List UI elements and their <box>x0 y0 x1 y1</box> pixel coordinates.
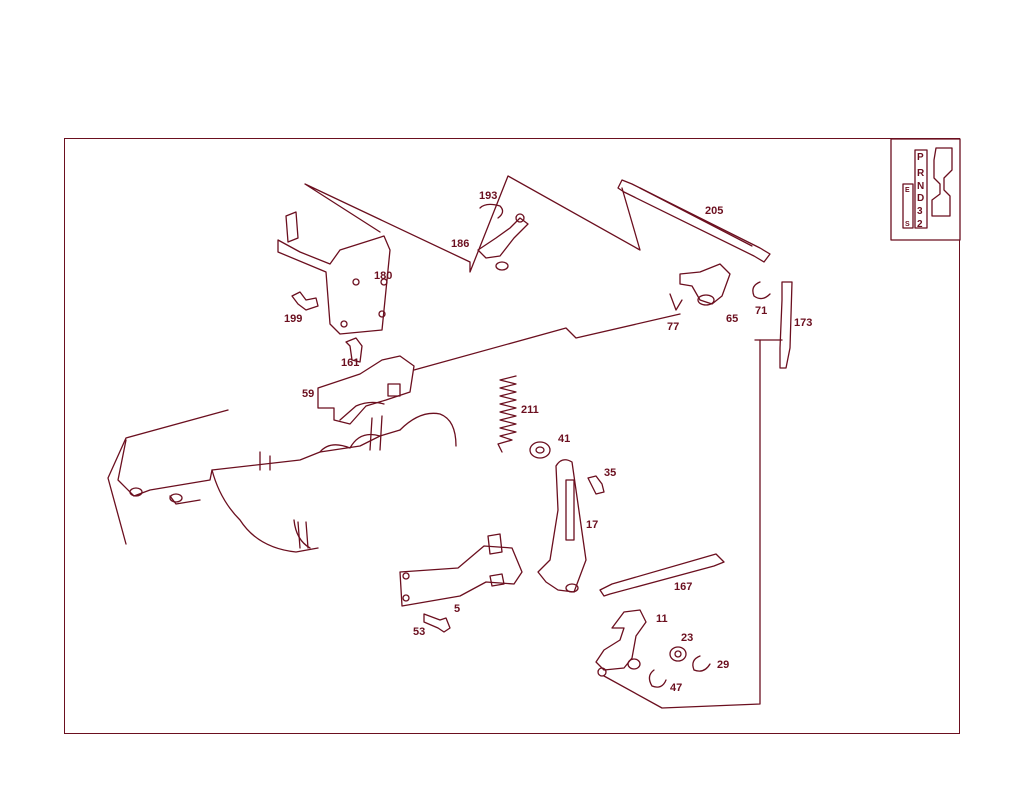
gear-mark-s: S <box>905 221 910 228</box>
part-173-link <box>779 281 793 369</box>
part-47-clip <box>648 669 667 688</box>
part-205-rod <box>617 179 771 263</box>
part-71-clip <box>752 281 771 300</box>
gear-n: N <box>917 181 924 192</box>
part-193-clip <box>479 203 504 219</box>
part-211-spring <box>497 375 517 453</box>
label-17: 17 <box>586 519 598 531</box>
part-5-plate <box>399 533 523 607</box>
part-161-bolt <box>345 337 363 363</box>
label-35: 35 <box>604 467 616 479</box>
part-29-clip <box>692 655 711 672</box>
part-59-bracket <box>317 355 415 425</box>
gear-d: D <box>917 193 924 204</box>
label-180: 180 <box>374 270 392 282</box>
label-193: 193 <box>479 190 497 202</box>
gear-mark-e: E <box>905 187 910 194</box>
label-186: 186 <box>451 238 469 250</box>
part-number-labels: 205 193 186 180 199 77 65 71 173 161 59 … <box>284 190 812 694</box>
label-5: 5 <box>454 603 460 615</box>
label-53: 53 <box>413 626 425 638</box>
gear-3: 3 <box>917 206 923 217</box>
part-35-pin <box>587 475 605 495</box>
label-47: 47 <box>670 682 682 694</box>
label-29: 29 <box>717 659 729 671</box>
label-59: 59 <box>302 388 314 400</box>
part-180-bracket <box>277 211 391 335</box>
part-199-bolt <box>291 291 319 311</box>
transmission-housing <box>107 401 457 553</box>
label-199: 199 <box>284 313 302 325</box>
part-186-lever <box>477 213 529 271</box>
label-65: 65 <box>726 313 738 325</box>
gear-p: P <box>917 152 924 163</box>
label-211: 211 <box>521 404 539 416</box>
label-71: 71 <box>755 305 767 317</box>
part-23-bushing <box>669 646 687 662</box>
label-11: 11 <box>656 613 668 625</box>
label-167: 167 <box>674 581 692 593</box>
part-53-bolt <box>423 613 451 633</box>
label-205: 205 <box>705 205 723 217</box>
label-41: 41 <box>558 433 570 445</box>
part-167-rod <box>599 553 725 597</box>
part-41-bushing <box>529 441 551 459</box>
part-17-lever <box>537 459 587 593</box>
part-77-spring-clip <box>669 293 683 311</box>
label-23: 23 <box>681 632 693 644</box>
diagram-frame <box>64 138 960 734</box>
gear-selector-inset: P R N D 3 2 E S <box>890 138 961 241</box>
part-65-bellcrank <box>679 263 731 306</box>
part-11-lever <box>595 609 647 677</box>
leader-lines <box>304 175 783 709</box>
gear-2: 2 <box>917 219 923 230</box>
label-77: 77 <box>667 321 679 333</box>
gear-r: R <box>917 168 925 179</box>
label-173: 173 <box>794 317 812 329</box>
label-161: 161 <box>341 357 359 369</box>
